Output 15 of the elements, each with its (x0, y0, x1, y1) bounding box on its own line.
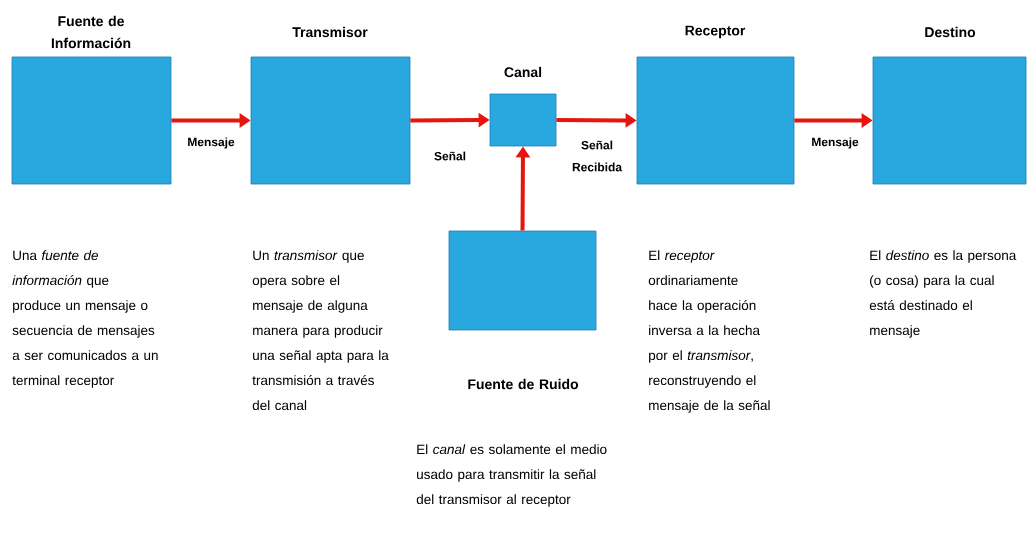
box-heading: Receptor (685, 25, 746, 39)
box-heading: Fuente de Información (51, 15, 131, 49)
box-heading: Canal (504, 66, 542, 78)
description-text: Una fuente de información que produce un mensaje o secuencia de mensajes a ser comunicados a un terminal receptor (12, 250, 158, 388)
edge-label: Mensaje (810, 136, 860, 150)
description-text: El destino es la persona (o cosa) para la cual está destinado el mensaje (869, 250, 1017, 338)
description-text: El receptor ordinariamente hace la operación inversa a la hecha por el transmisor, reconstruyendo el mensaje de la señal (648, 250, 770, 413)
description-text: Un transmisor que opera sobre el mensaje de alguna manera para producir una señal apta para la transmisión a través del canal (252, 250, 389, 411)
box-heading: Transmisor (292, 26, 368, 38)
description-text: El canal es solamente el medio usado para transmitir la señal del transmisor al receptor (416, 444, 607, 507)
box-heading: Fuente de Ruido (468, 378, 579, 390)
edge-label: Mensaje (186, 136, 236, 150)
edge-label: Señal Recibida (568, 139, 626, 173)
edge-label: Señal (433, 150, 467, 162)
box-heading: Destino (925, 26, 976, 38)
